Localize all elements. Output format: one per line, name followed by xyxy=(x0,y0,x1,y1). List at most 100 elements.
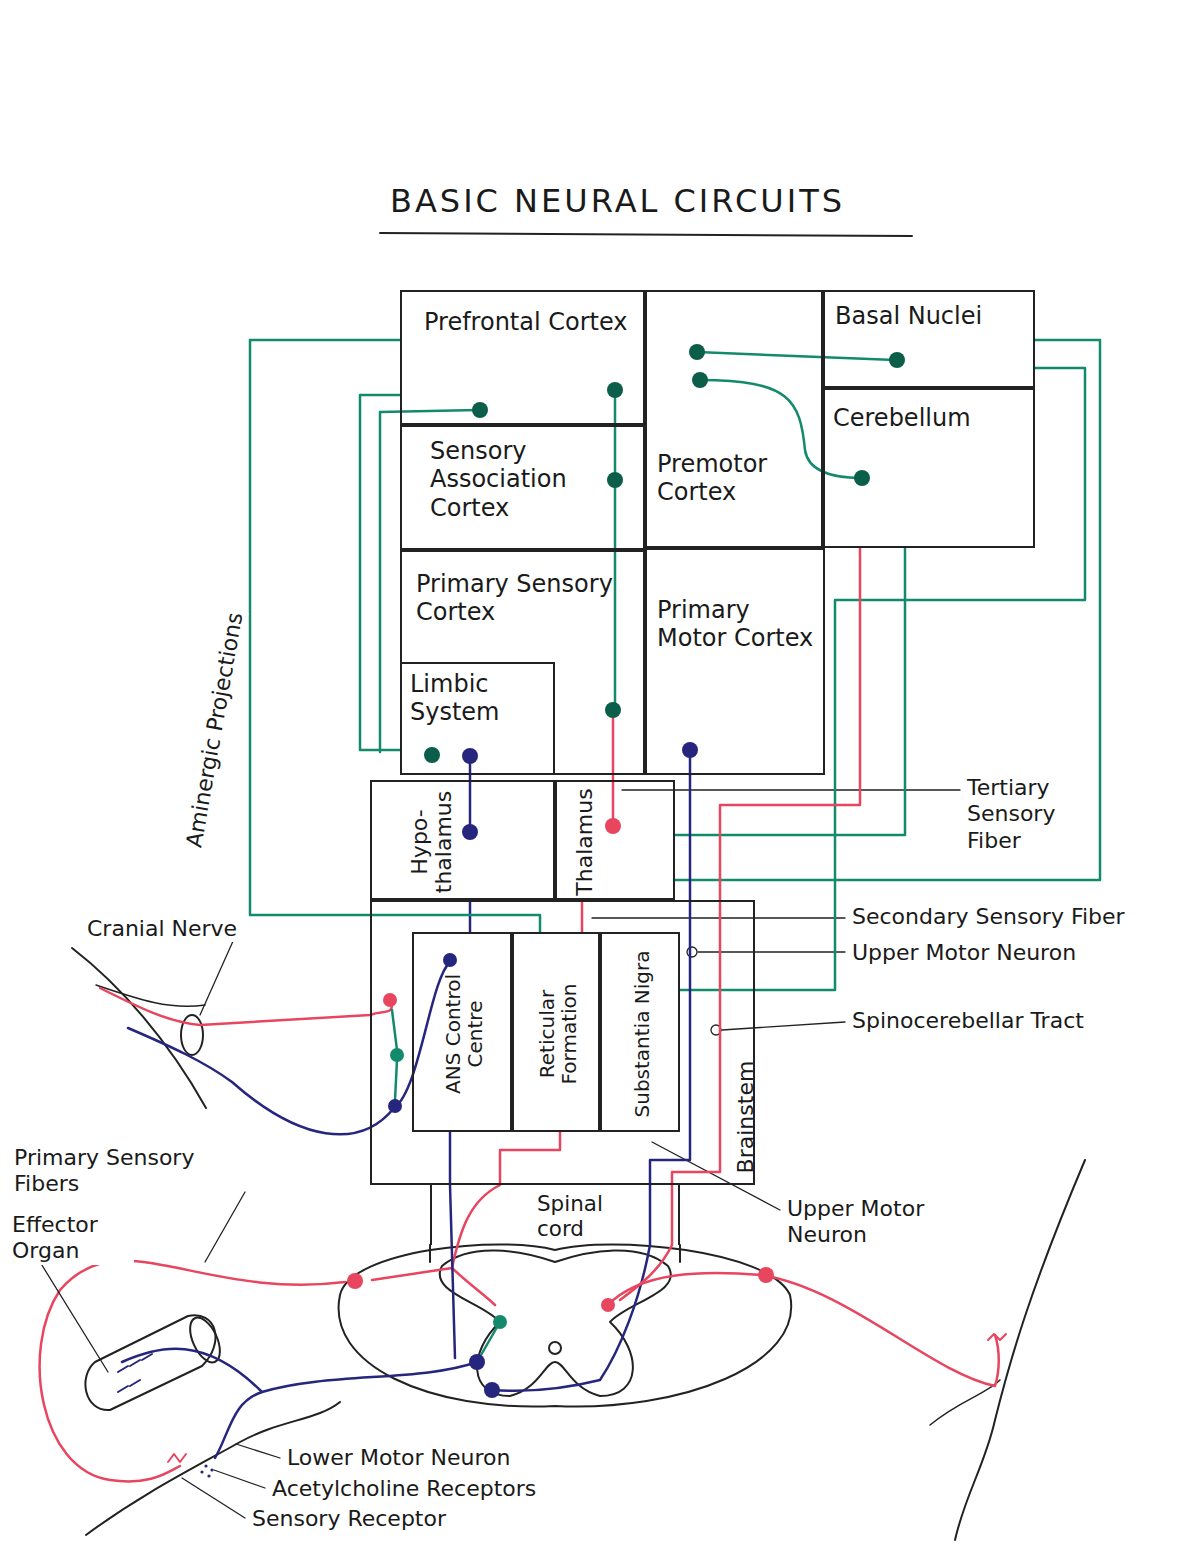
neural-fiber xyxy=(675,548,905,835)
illustration-stroke xyxy=(722,1022,845,1030)
illustration-stroke xyxy=(689,344,705,360)
illustration-stroke xyxy=(390,1048,404,1062)
illustration-stroke xyxy=(955,1160,1085,1540)
illustration-stroke xyxy=(372,1185,500,1280)
illustration-stroke xyxy=(758,1267,774,1283)
brain-region-box: Reticular Formation xyxy=(512,932,600,1132)
illustration-stroke xyxy=(607,472,623,488)
illustration-stroke xyxy=(592,917,845,918)
brain-region-box: Prefrontal Cortex xyxy=(400,290,645,425)
illustration-stroke xyxy=(205,1192,245,1262)
region-label: Basal Nuclei xyxy=(835,302,982,330)
illustration-stroke xyxy=(347,1273,363,1289)
brain-region-box: Primary Sensory CortexLimbic System xyxy=(400,550,645,775)
illustration-stroke xyxy=(200,930,238,1015)
brain-region-box: Limbic System xyxy=(400,662,555,775)
callout-label: Spinocerebellar Tract xyxy=(850,1008,1086,1034)
illustration-stroke xyxy=(96,985,205,1006)
illustration-stroke xyxy=(200,1464,213,1477)
callout-label: Upper Motor Neuron xyxy=(785,1196,954,1249)
illustration-stroke xyxy=(692,372,708,388)
illustration-stroke xyxy=(697,352,895,360)
fiber-path xyxy=(250,340,540,932)
brain-region-box: Primary Motor Cortex xyxy=(645,548,825,775)
callout-label: Upper Motor Neuron xyxy=(850,940,1078,966)
brain-region-box: Cerebellum xyxy=(823,388,1035,548)
illustration-stroke xyxy=(682,742,698,758)
brain-region-box: Hypo- thalamus xyxy=(370,780,555,900)
region-label: Premotor Cortex xyxy=(657,450,815,507)
illustration-stroke xyxy=(484,1382,500,1398)
callout-label: Lower Motor Neuron xyxy=(285,1445,512,1471)
illustration-stroke xyxy=(40,1262,108,1372)
region-label: Spinal cord xyxy=(537,1191,647,1242)
brain-region-box: Substantia Nigra xyxy=(600,932,680,1132)
illustration-stroke xyxy=(472,402,488,418)
neural-fiber xyxy=(650,775,690,1185)
callout-label: Acetylcholine Receptors xyxy=(270,1476,538,1502)
illustration-stroke xyxy=(930,1380,1000,1425)
illustration-stroke xyxy=(210,1468,213,1471)
illustration-stroke xyxy=(450,1185,455,1358)
illustration-stroke xyxy=(607,382,623,398)
illustration-stroke xyxy=(605,702,621,718)
region-label: Primary Sensory Cortex xyxy=(416,570,637,627)
region-label: Limbic System xyxy=(410,670,547,727)
callout-label: Primary Sensory Fibers xyxy=(12,1145,201,1198)
brain-region-box: ANS Control Centre xyxy=(412,932,512,1132)
illustration-stroke xyxy=(388,1099,402,1113)
illustration-stroke xyxy=(440,1250,671,1396)
illustration-stroke xyxy=(469,1354,485,1370)
illustration-stroke xyxy=(380,233,912,236)
callout-label: Sensory Receptor xyxy=(250,1506,448,1532)
diagram-title: BASIC NEURAL CIRCUITS xyxy=(390,182,845,220)
illustration-stroke xyxy=(452,1268,495,1305)
fiber-path xyxy=(449,1132,452,1185)
region-label: Sensory Association Cortex xyxy=(430,437,637,522)
region-label: Substantia Nigra xyxy=(631,939,653,1129)
region-label: Prefrontal Cortex xyxy=(424,308,628,336)
neural-fiber xyxy=(500,1132,560,1185)
illustration-stroke xyxy=(85,1315,215,1410)
illustration-stroke xyxy=(462,824,478,840)
illustration-stroke xyxy=(687,947,697,957)
brain-region-box: Premotor Cortex xyxy=(645,290,823,548)
illustration-stroke xyxy=(200,1470,203,1473)
region-label: Hypo- thalamus xyxy=(408,787,456,897)
illustration-stroke xyxy=(72,948,206,1108)
illustration-stroke xyxy=(118,1354,152,1392)
region-label: ANS Control Centre xyxy=(442,939,486,1129)
illustration-stroke xyxy=(181,1015,203,1055)
illustration-stroke xyxy=(236,1444,280,1458)
illustration-stroke xyxy=(207,1474,210,1477)
callout-label: Cranial Nerve xyxy=(85,916,239,942)
brain-region-box: Sensory Association Cortex xyxy=(400,425,645,550)
region-label: Cerebellum xyxy=(833,404,971,432)
illustration-stroke xyxy=(168,1454,186,1462)
illustration-stroke xyxy=(469,758,472,832)
illustration-stroke xyxy=(988,1334,1006,1340)
fiber-path xyxy=(581,900,584,932)
neural-fiber xyxy=(582,900,583,932)
region-label: Brainstem xyxy=(734,1052,758,1182)
fiber-path xyxy=(360,395,400,750)
illustration-stroke xyxy=(605,818,621,834)
neural-fiber xyxy=(450,1132,451,1185)
illustration-stroke xyxy=(40,233,1085,1540)
illustration-stroke xyxy=(383,993,397,1007)
brain-region-box: Basal Nuclei xyxy=(823,290,1035,388)
illustration-stroke xyxy=(100,988,392,1025)
fiber-path xyxy=(500,1132,560,1185)
illustration-stroke xyxy=(182,1478,245,1518)
region-label: Thalamus xyxy=(573,787,597,897)
illustration-stroke xyxy=(854,470,870,486)
fiber-path xyxy=(675,548,905,835)
illustration-stroke xyxy=(462,748,478,764)
region-label: Reticular Formation xyxy=(536,939,580,1129)
illustration-stroke xyxy=(424,747,440,763)
brain-region-box: Thalamus xyxy=(555,780,675,900)
brain-region-box: Brainstem ANS Control Centre Reticular For… xyxy=(370,900,755,1185)
neural-fiber xyxy=(360,395,400,750)
callout-label: Effector Organ xyxy=(10,1212,134,1265)
